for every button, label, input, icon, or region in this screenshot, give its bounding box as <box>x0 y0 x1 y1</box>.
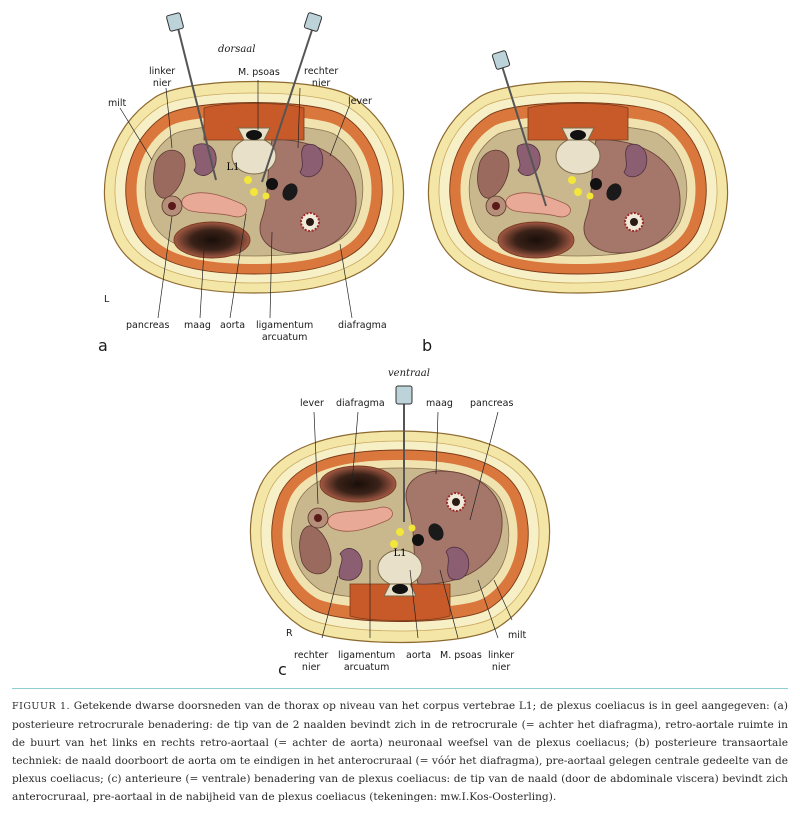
cross-section-figure: L1 L1 <box>103 12 729 644</box>
label-linker-nier-c: linker nier <box>488 650 514 674</box>
label-m-psoas-c: M. psoas <box>440 650 482 661</box>
label-rechter-nier-c-line1: rechter <box>294 650 329 661</box>
label-ligamentum-c-line1: ligamentum <box>338 650 396 661</box>
side-marker-c: R <box>286 628 293 639</box>
label-lever-c: lever <box>300 398 324 409</box>
needle-b <box>491 50 547 207</box>
label-ligamentum-a-line1: ligamentum <box>256 320 314 331</box>
orientation-label-c: ventraal <box>388 368 430 379</box>
label-ligamentum-c: ligamentum arcuatum <box>338 650 395 674</box>
orientation-label-a: dorsaal <box>218 44 256 55</box>
label-ligamentum-c-line2: arcuatum <box>343 662 390 673</box>
needle-right-a <box>261 12 323 183</box>
label-milt-a: milt <box>108 98 127 109</box>
needle-left-a <box>166 12 217 181</box>
panel-letter-a: a <box>98 336 108 355</box>
label-pancreas-c: pancreas <box>470 398 514 409</box>
caption-tag: FIGUUR 1. <box>12 701 71 712</box>
panel-letter-c: c <box>278 660 287 679</box>
figure-caption: FIGUUR 1. Getekende dwarse doorsneden va… <box>12 697 788 806</box>
label-aorta-a: aorta <box>220 320 246 331</box>
leader-lines-c <box>313 411 513 639</box>
label-linker-nier-c-line1: linker <box>488 650 515 661</box>
label-m-psoas-a: M. psoas <box>238 67 280 78</box>
leader-lines-a <box>119 80 353 319</box>
label-rechter-nier-a-line1: rechter <box>304 66 339 77</box>
label-ligamentum-a-line2: arcuatum <box>261 332 308 343</box>
label-lever-a: lever <box>348 96 372 107</box>
label-rechter-nier-c-line2: nier <box>301 662 321 673</box>
vertebra-label-c: L1 <box>393 548 406 559</box>
label-linker-nier-c-line2: nier <box>491 662 511 673</box>
caption-text: Getekende dwarse doorsneden van de thora… <box>12 700 788 803</box>
vertebra-label-a: L1 <box>226 162 239 173</box>
side-marker-a: L <box>104 294 110 305</box>
label-aorta-c: aorta <box>406 650 432 661</box>
label-ligamentum-a: ligamentum arcuatum <box>256 320 313 344</box>
label-rechter-nier-c: rechter nier <box>294 650 328 674</box>
label-linker-nier-a: linker nier <box>149 66 175 90</box>
label-milt-c: milt <box>508 630 527 641</box>
label-rechter-nier-a-line2: nier <box>311 78 331 89</box>
panel-letter-b: b <box>422 336 433 355</box>
needle-c <box>395 385 413 522</box>
caption-rule <box>12 688 788 689</box>
label-linker-nier-a-line1: linker <box>149 66 176 77</box>
label-diafragma-a: diafragma <box>338 320 387 331</box>
label-linker-nier-a-line2: nier <box>152 78 172 89</box>
label-pancreas-a: pancreas <box>126 320 170 331</box>
label-maag-c: maag <box>426 398 453 409</box>
label-rechter-nier-a: rechter nier <box>304 66 338 90</box>
label-maag-a: maag <box>184 320 211 331</box>
label-diafragma-c: diafragma <box>336 398 385 409</box>
